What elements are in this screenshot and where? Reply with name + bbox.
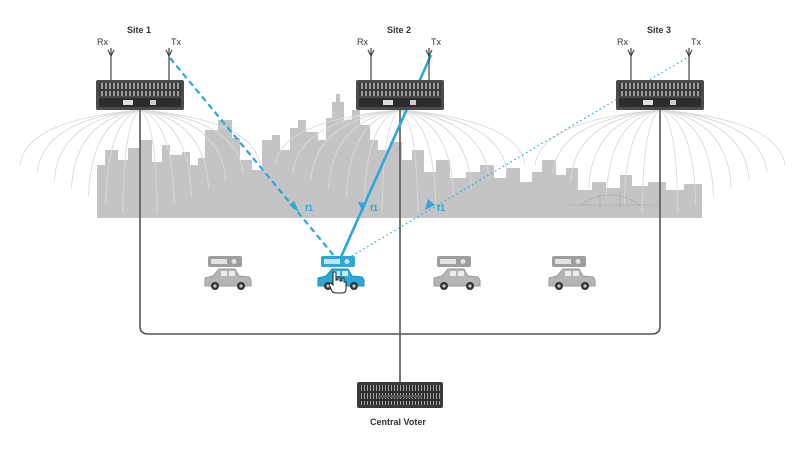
coverage-arc: [659, 109, 750, 181]
coverage-arc: [659, 109, 679, 213]
coverage-arc: [641, 109, 661, 213]
coverage-arc: [292, 109, 401, 173]
link-site-3: [349, 55, 691, 258]
site-1-title: Site 1: [127, 25, 151, 35]
bridge: [570, 190, 660, 210]
coverage-arc: [605, 109, 661, 197]
coverage-arc: [659, 109, 786, 166]
radio-unit-icon: [437, 256, 471, 267]
site-1-tx: Tx: [171, 37, 181, 47]
coverage-arc: [274, 109, 401, 166]
coverage-arc: [310, 109, 401, 181]
voter-rack-icon: [357, 382, 443, 408]
antenna-icon: [107, 48, 115, 80]
coverage-arc: [139, 109, 244, 173]
coverage-arc: [19, 109, 141, 166]
coverage-arc: [659, 109, 697, 205]
arrow-site-1: [289, 201, 299, 212]
coverage-arc: [345, 109, 401, 197]
antenna-icon: [367, 48, 375, 80]
freq-label-3: f1: [437, 203, 445, 213]
coverage-arc: [122, 109, 141, 213]
coverage-arc: [139, 109, 227, 181]
coverage-arc: [399, 109, 455, 197]
site-3: Site 3 Rx Tx: [616, 25, 704, 110]
coverage-arc: [399, 109, 508, 173]
coverage-site-1: [19, 109, 261, 220]
truck-icon: [204, 268, 252, 290]
arrow-site-3: [425, 199, 435, 210]
coverage-arc: [399, 109, 419, 213]
coverage-arc: [139, 109, 158, 213]
link-site-1: [169, 57, 336, 258]
vehicle-icon: [204, 256, 252, 290]
site-1: Site 1 Rx Tx: [96, 25, 184, 110]
freq-label-1: f1: [305, 203, 313, 213]
site-3-rx: Rx: [617, 37, 628, 47]
truck-icon: [548, 268, 596, 290]
hand-cursor-icon: [328, 271, 347, 294]
site-1-rx: Rx: [97, 37, 108, 47]
coverage-arc: [139, 109, 261, 166]
freq-label-2: f1: [370, 203, 378, 213]
vehicle-icon: [548, 256, 596, 290]
site-2: Site 2 Rx Tx: [356, 25, 444, 110]
radio-rack-icon: [616, 80, 704, 110]
truck-icon: [433, 268, 481, 290]
radio-unit-icon: [321, 256, 355, 267]
antenna-icon: [627, 48, 635, 80]
coverage-arc: [552, 109, 661, 173]
coverage-arc: [70, 109, 141, 189]
antenna-icon: [425, 48, 433, 80]
coverage-arc: [399, 109, 472, 189]
coverage-arc: [139, 109, 175, 205]
vehicle-icon: [433, 256, 481, 290]
coverage-arc: [328, 109, 401, 189]
site-2-title: Site 2: [387, 25, 411, 35]
antenna-icon: [165, 48, 173, 80]
coverage-arc: [53, 109, 141, 181]
central-voter-label: Central Voter: [370, 417, 426, 427]
site-3-tx: Tx: [691, 37, 701, 47]
coverage-arc: [139, 109, 210, 189]
coverage-arc: [36, 109, 141, 173]
coverage-arc: [534, 109, 661, 166]
truck-icon: [317, 268, 365, 290]
coverage-arc: [623, 109, 661, 205]
coverage-arc: [659, 109, 732, 189]
coverage-site-2: [274, 109, 526, 220]
coverage-arc: [588, 109, 661, 189]
coverage-arc: [88, 109, 141, 197]
coverage-arc: [570, 109, 661, 181]
coverage-arc: [139, 109, 192, 197]
antenna-icon: [685, 48, 693, 80]
coverage-arc: [659, 109, 768, 173]
site-3-title: Site 3: [647, 25, 671, 35]
coverage-arc: [363, 109, 401, 205]
arrow-site-2: [358, 202, 366, 212]
site-2-rx: Rx: [357, 37, 368, 47]
coverage-arc: [659, 109, 715, 197]
radio-unit-icon: [208, 256, 242, 267]
radio-rack-icon: [96, 80, 184, 110]
radio-rack-icon: [356, 80, 444, 110]
coverage-arc: [105, 109, 141, 205]
vehicle-icon[interactable]: [317, 256, 365, 290]
coverage-arc: [399, 109, 490, 181]
radio-unit-icon: [552, 256, 586, 267]
coverage-arc: [399, 109, 437, 205]
site-2-tx: Tx: [431, 37, 441, 47]
coverage-arc: [381, 109, 401, 213]
coverage-arc: [399, 109, 526, 166]
